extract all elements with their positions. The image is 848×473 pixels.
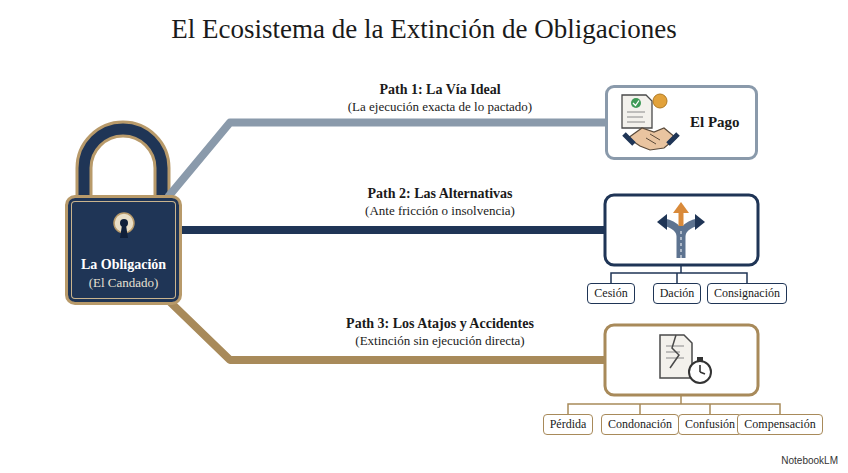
shortcuts-box xyxy=(605,325,758,395)
path-title: Path 2: Las Alternativas xyxy=(367,186,512,202)
mode-box: Cesión xyxy=(587,283,634,304)
tree-line xyxy=(568,395,780,414)
tree-line xyxy=(611,265,747,283)
result-box: El Pago xyxy=(605,85,758,160)
mode-label: Condonación xyxy=(608,417,672,431)
mode-box: Condonación xyxy=(601,414,679,435)
mode-label: Pérdida xyxy=(550,417,587,431)
mode-label: Dación xyxy=(660,286,695,300)
mode-label: Compensación xyxy=(744,417,815,431)
mode-box: Consignación xyxy=(707,283,787,304)
path-title: Path 3: Los Atajos y Accidentes xyxy=(346,316,534,332)
title: El Ecosistema de la Extinción de Obligac… xyxy=(171,14,676,45)
lock-shackle xyxy=(84,129,162,198)
mode-box: Compensación xyxy=(737,414,822,435)
path-line xyxy=(178,226,607,234)
mode-box: Dación xyxy=(653,283,702,304)
payment-icon xyxy=(622,94,678,150)
path-connector xyxy=(168,123,607,198)
path-line xyxy=(168,300,607,360)
mode-box: Pérdida xyxy=(543,414,594,435)
node-title: El Pago xyxy=(690,114,740,131)
alternatives-box xyxy=(605,195,758,265)
node-title: La Obligación xyxy=(81,256,166,274)
path-subtitle: (Ante fricción o insolvencia) xyxy=(365,203,515,219)
lock-shackle-inner xyxy=(84,129,162,198)
fork-icon xyxy=(657,202,705,258)
document-stopwatch-icon xyxy=(660,335,711,383)
path-title: Path 1: La Vía Ideal xyxy=(379,82,500,98)
mode-box: Confusión xyxy=(678,414,742,435)
mode-label: Consignación xyxy=(714,286,780,300)
node-subtitle: (El Candado) xyxy=(89,274,159,292)
path-subtitle: (La ejecución exacta de lo pactado) xyxy=(348,99,532,115)
mode-label: Confusión xyxy=(685,417,735,431)
mode-label: Cesión xyxy=(594,286,627,300)
path-subtitle: (Extinción sin ejecución directa) xyxy=(355,333,524,349)
keyhole xyxy=(111,212,137,246)
watermark: NotebookLM xyxy=(781,455,838,466)
lock-body: La Obligación(El Candado) xyxy=(65,195,182,305)
